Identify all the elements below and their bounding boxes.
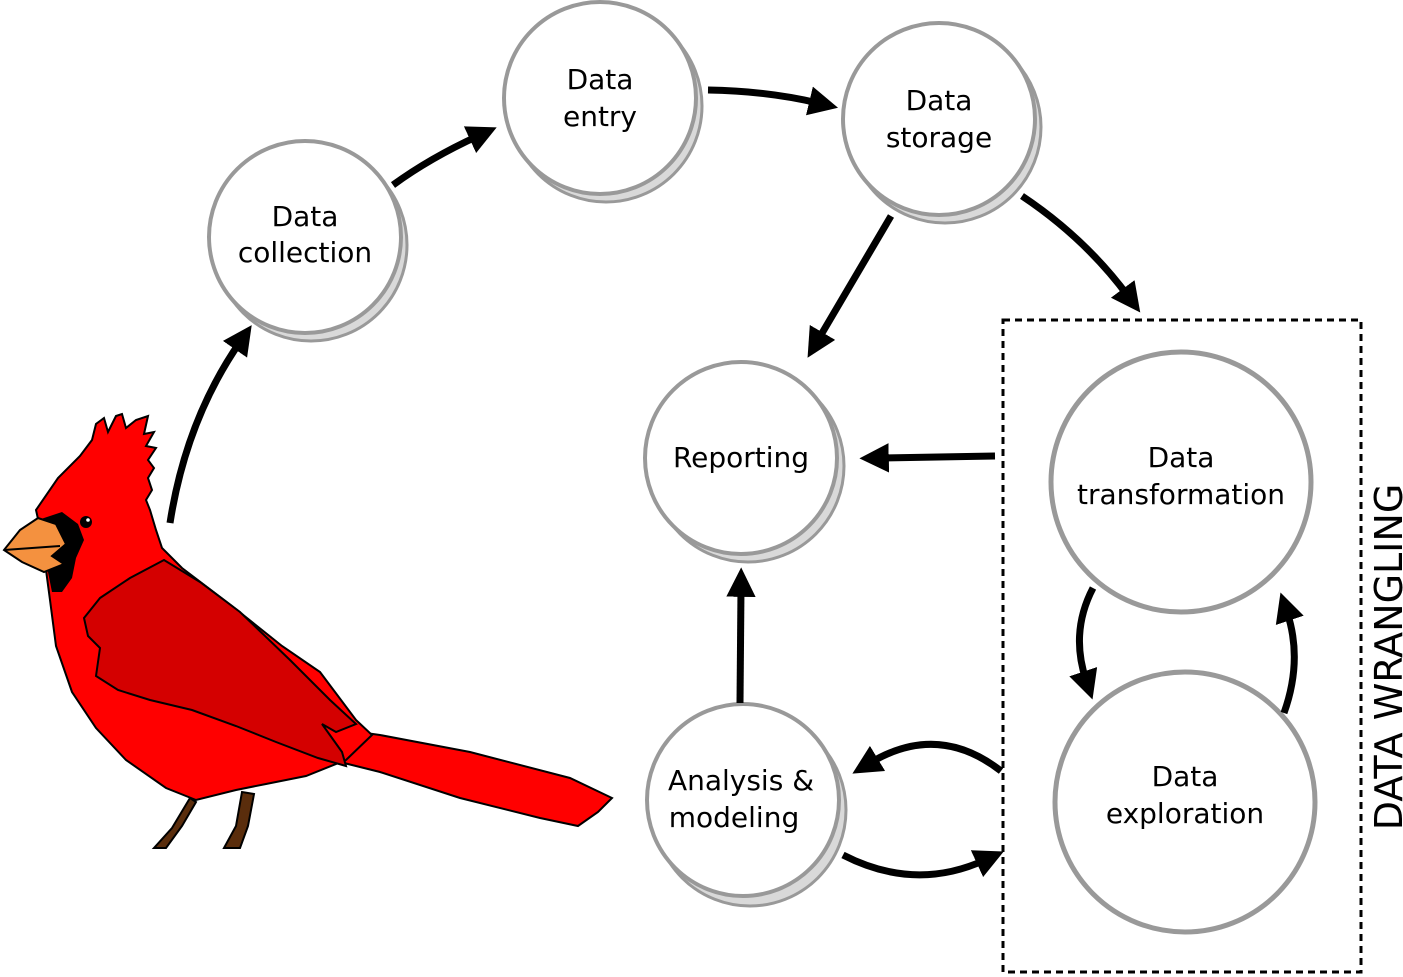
- arrow-analysis-to-wrangling: [841, 850, 1004, 879]
- arrow-wrangling-to-analysis: [852, 740, 1004, 774]
- node-data-collection-line2: collection: [238, 236, 372, 269]
- node-data-exploration-line1: Data: [1152, 760, 1219, 793]
- node-reporting-label: Reporting: [673, 441, 809, 474]
- node-reporting: Reporting: [643, 360, 846, 564]
- arrow-storage-to-wrangling: [1020, 193, 1141, 313]
- node-data-entry-line1: Data: [567, 63, 634, 96]
- arrow-collection-to-entry: [390, 126, 497, 188]
- cardinal-bird-icon: [2, 412, 614, 849]
- node-data-collection-line1: Data: [272, 200, 339, 233]
- node-data-storage-line1: Data: [906, 84, 973, 117]
- node-data-transformation-line2: transformation: [1077, 478, 1285, 511]
- arrow-entry-to-storage: [707, 86, 839, 116]
- node-data-transformation-line1: Data: [1148, 441, 1215, 474]
- node-data-collection: Data collection: [207, 139, 409, 343]
- node-data-exploration-line2: exploration: [1106, 797, 1264, 830]
- node-analysis-modeling: Analysis & modeling: [645, 702, 848, 908]
- arrow-bird-to-collection: [166, 325, 252, 524]
- node-data-transformation: Data transformation: [1048, 349, 1314, 615]
- node-data-exploration: Data exploration: [1052, 669, 1318, 935]
- node-data-storage-line2: storage: [886, 121, 992, 154]
- node-analysis-line1: Analysis &: [668, 764, 814, 797]
- arrow-analysis-to-reporting: [726, 567, 756, 704]
- arrow-exploration-to-transformation: [1275, 592, 1304, 715]
- node-data-entry-line2: entry: [563, 100, 637, 133]
- node-data-entry: Data entry: [502, 0, 704, 204]
- arrow-wrangling-to-reporting: [859, 443, 996, 473]
- data-wrangling-label: DATA WRANGLING: [1367, 484, 1403, 831]
- data-wrangling-box: [1001, 318, 1363, 974]
- arrow-storage-to-reporting: [807, 214, 895, 358]
- node-analysis-line2: modeling: [669, 801, 799, 834]
- node-data-storage: Data storage: [841, 21, 1043, 225]
- arrow-transformation-to-exploration: [1069, 586, 1098, 700]
